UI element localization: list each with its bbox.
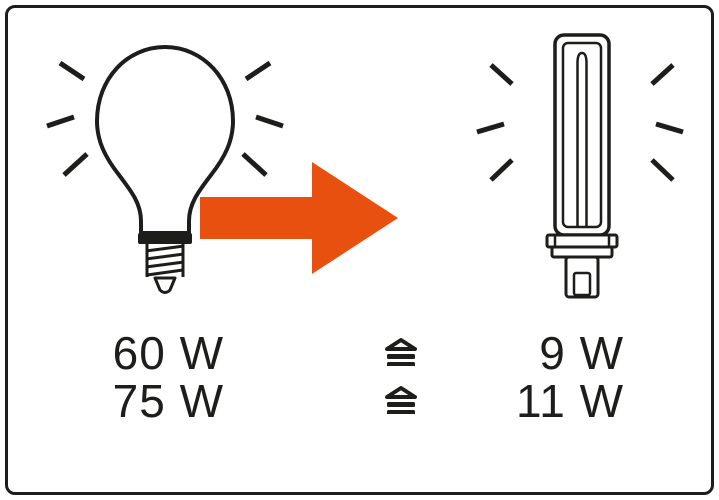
- bulb-tip: [153, 276, 177, 294]
- incandescent-wattage-75: 75 W: [112, 375, 224, 427]
- conversion-arrow-icon: [200, 162, 398, 274]
- corresponds-to-icon: [385, 386, 417, 414]
- cfl-tube-slot: [576, 51, 588, 227]
- incandescent-wattage-60: 60 W: [112, 327, 224, 379]
- bulb-rays-icon: [46, 60, 284, 177]
- cfl-wattage-9: 9 W: [539, 327, 624, 379]
- incandescent-bulb-icon: [95, 45, 235, 294]
- corresponds-to-icon: [385, 338, 417, 366]
- cfl-rays-icon: [476, 63, 684, 182]
- bulb-cap: [138, 233, 192, 244]
- bulb-screw-threads: [145, 244, 185, 277]
- cfl-lamp-icon: [545, 33, 619, 299]
- cfl-wattage-11: 11 W: [516, 375, 624, 427]
- cfl-base-band-1: [545, 233, 619, 249]
- cfl-plug-notch: [572, 271, 592, 297]
